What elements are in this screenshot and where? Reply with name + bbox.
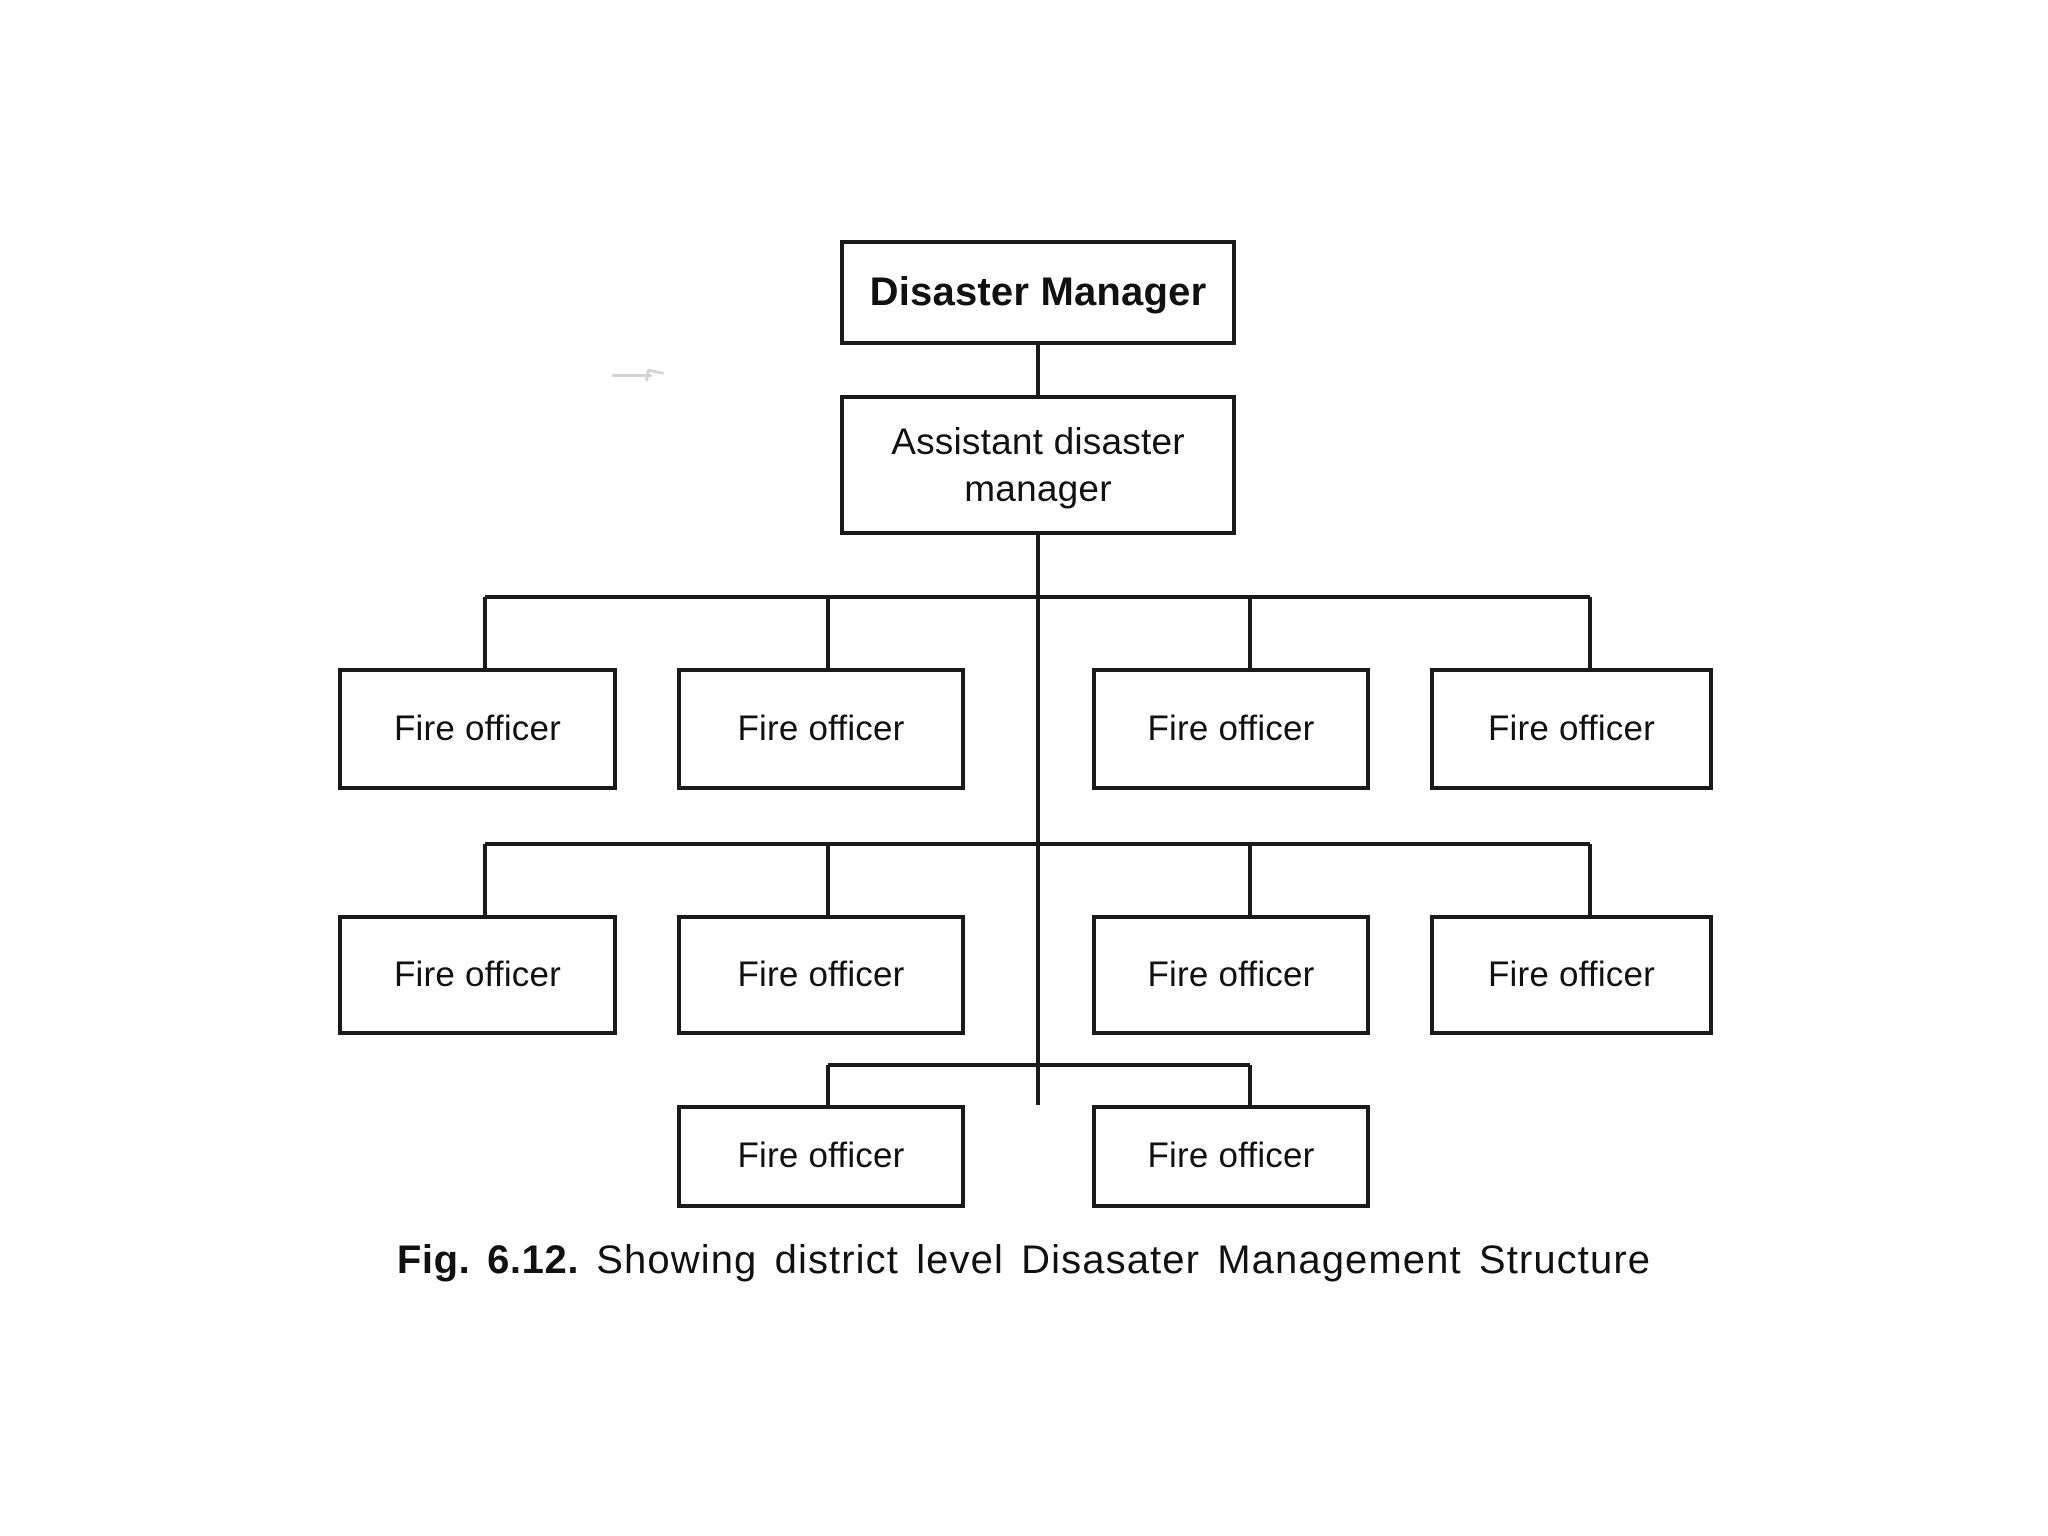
node-assistant-disaster-manager[interactable]: Assistant disaster manager	[840, 395, 1236, 535]
node-tier2-fire-officer-2[interactable]: Fire officer	[677, 915, 965, 1035]
node-tier1-fire-officer-4[interactable]: Fire officer	[1430, 668, 1713, 790]
node-tier3-fire-officer-1-label: Fire officer	[737, 1136, 905, 1176]
node-tier1-fire-officer-1[interactable]: Fire officer	[338, 668, 617, 790]
node-tier3-fire-officer-1[interactable]: Fire officer	[677, 1105, 965, 1208]
node-tier2-fire-officer-1[interactable]: Fire officer	[338, 915, 617, 1035]
node-tier1-fire-officer-4-label: Fire officer	[1487, 708, 1656, 748]
node-tier1-fire-officer-3[interactable]: Fire officer	[1092, 668, 1370, 790]
scan-artifact-mark	[612, 370, 670, 382]
node-tier2-fire-officer-1-label: Fire officer	[393, 954, 562, 994]
node-disaster-manager-label: Disaster Manager	[869, 269, 1207, 314]
node-tier2-fire-officer-4[interactable]: Fire officer	[1430, 915, 1713, 1035]
node-tier2-fire-officer-3-label: Fire officer	[1147, 954, 1315, 994]
node-tier3-fire-officer-2[interactable]: Fire officer	[1092, 1105, 1370, 1208]
node-tier1-fire-officer-2-label: Fire officer	[737, 708, 905, 748]
node-assistant-disaster-manager-label: Assistant disaster manager	[891, 420, 1185, 509]
node-disaster-manager[interactable]: Disaster Manager	[840, 240, 1236, 345]
figure-caption: Fig. 6.12. Showing district level Disasa…	[0, 1238, 2048, 1283]
node-tier1-fire-officer-3-label: Fire officer	[1147, 708, 1315, 748]
node-tier2-fire-officer-3[interactable]: Fire officer	[1092, 915, 1370, 1035]
figure-caption-number: Fig. 6.12.	[396, 1238, 580, 1282]
node-tier2-fire-officer-4-label: Fire officer	[1487, 954, 1656, 994]
figure-caption-text: Showing district level Disasater Managem…	[596, 1238, 1652, 1282]
node-tier1-fire-officer-2[interactable]: Fire officer	[677, 668, 965, 790]
node-tier3-fire-officer-2-label: Fire officer	[1147, 1136, 1315, 1176]
node-tier1-fire-officer-1-label: Fire officer	[393, 708, 562, 748]
node-tier2-fire-officer-2-label: Fire officer	[737, 954, 905, 994]
